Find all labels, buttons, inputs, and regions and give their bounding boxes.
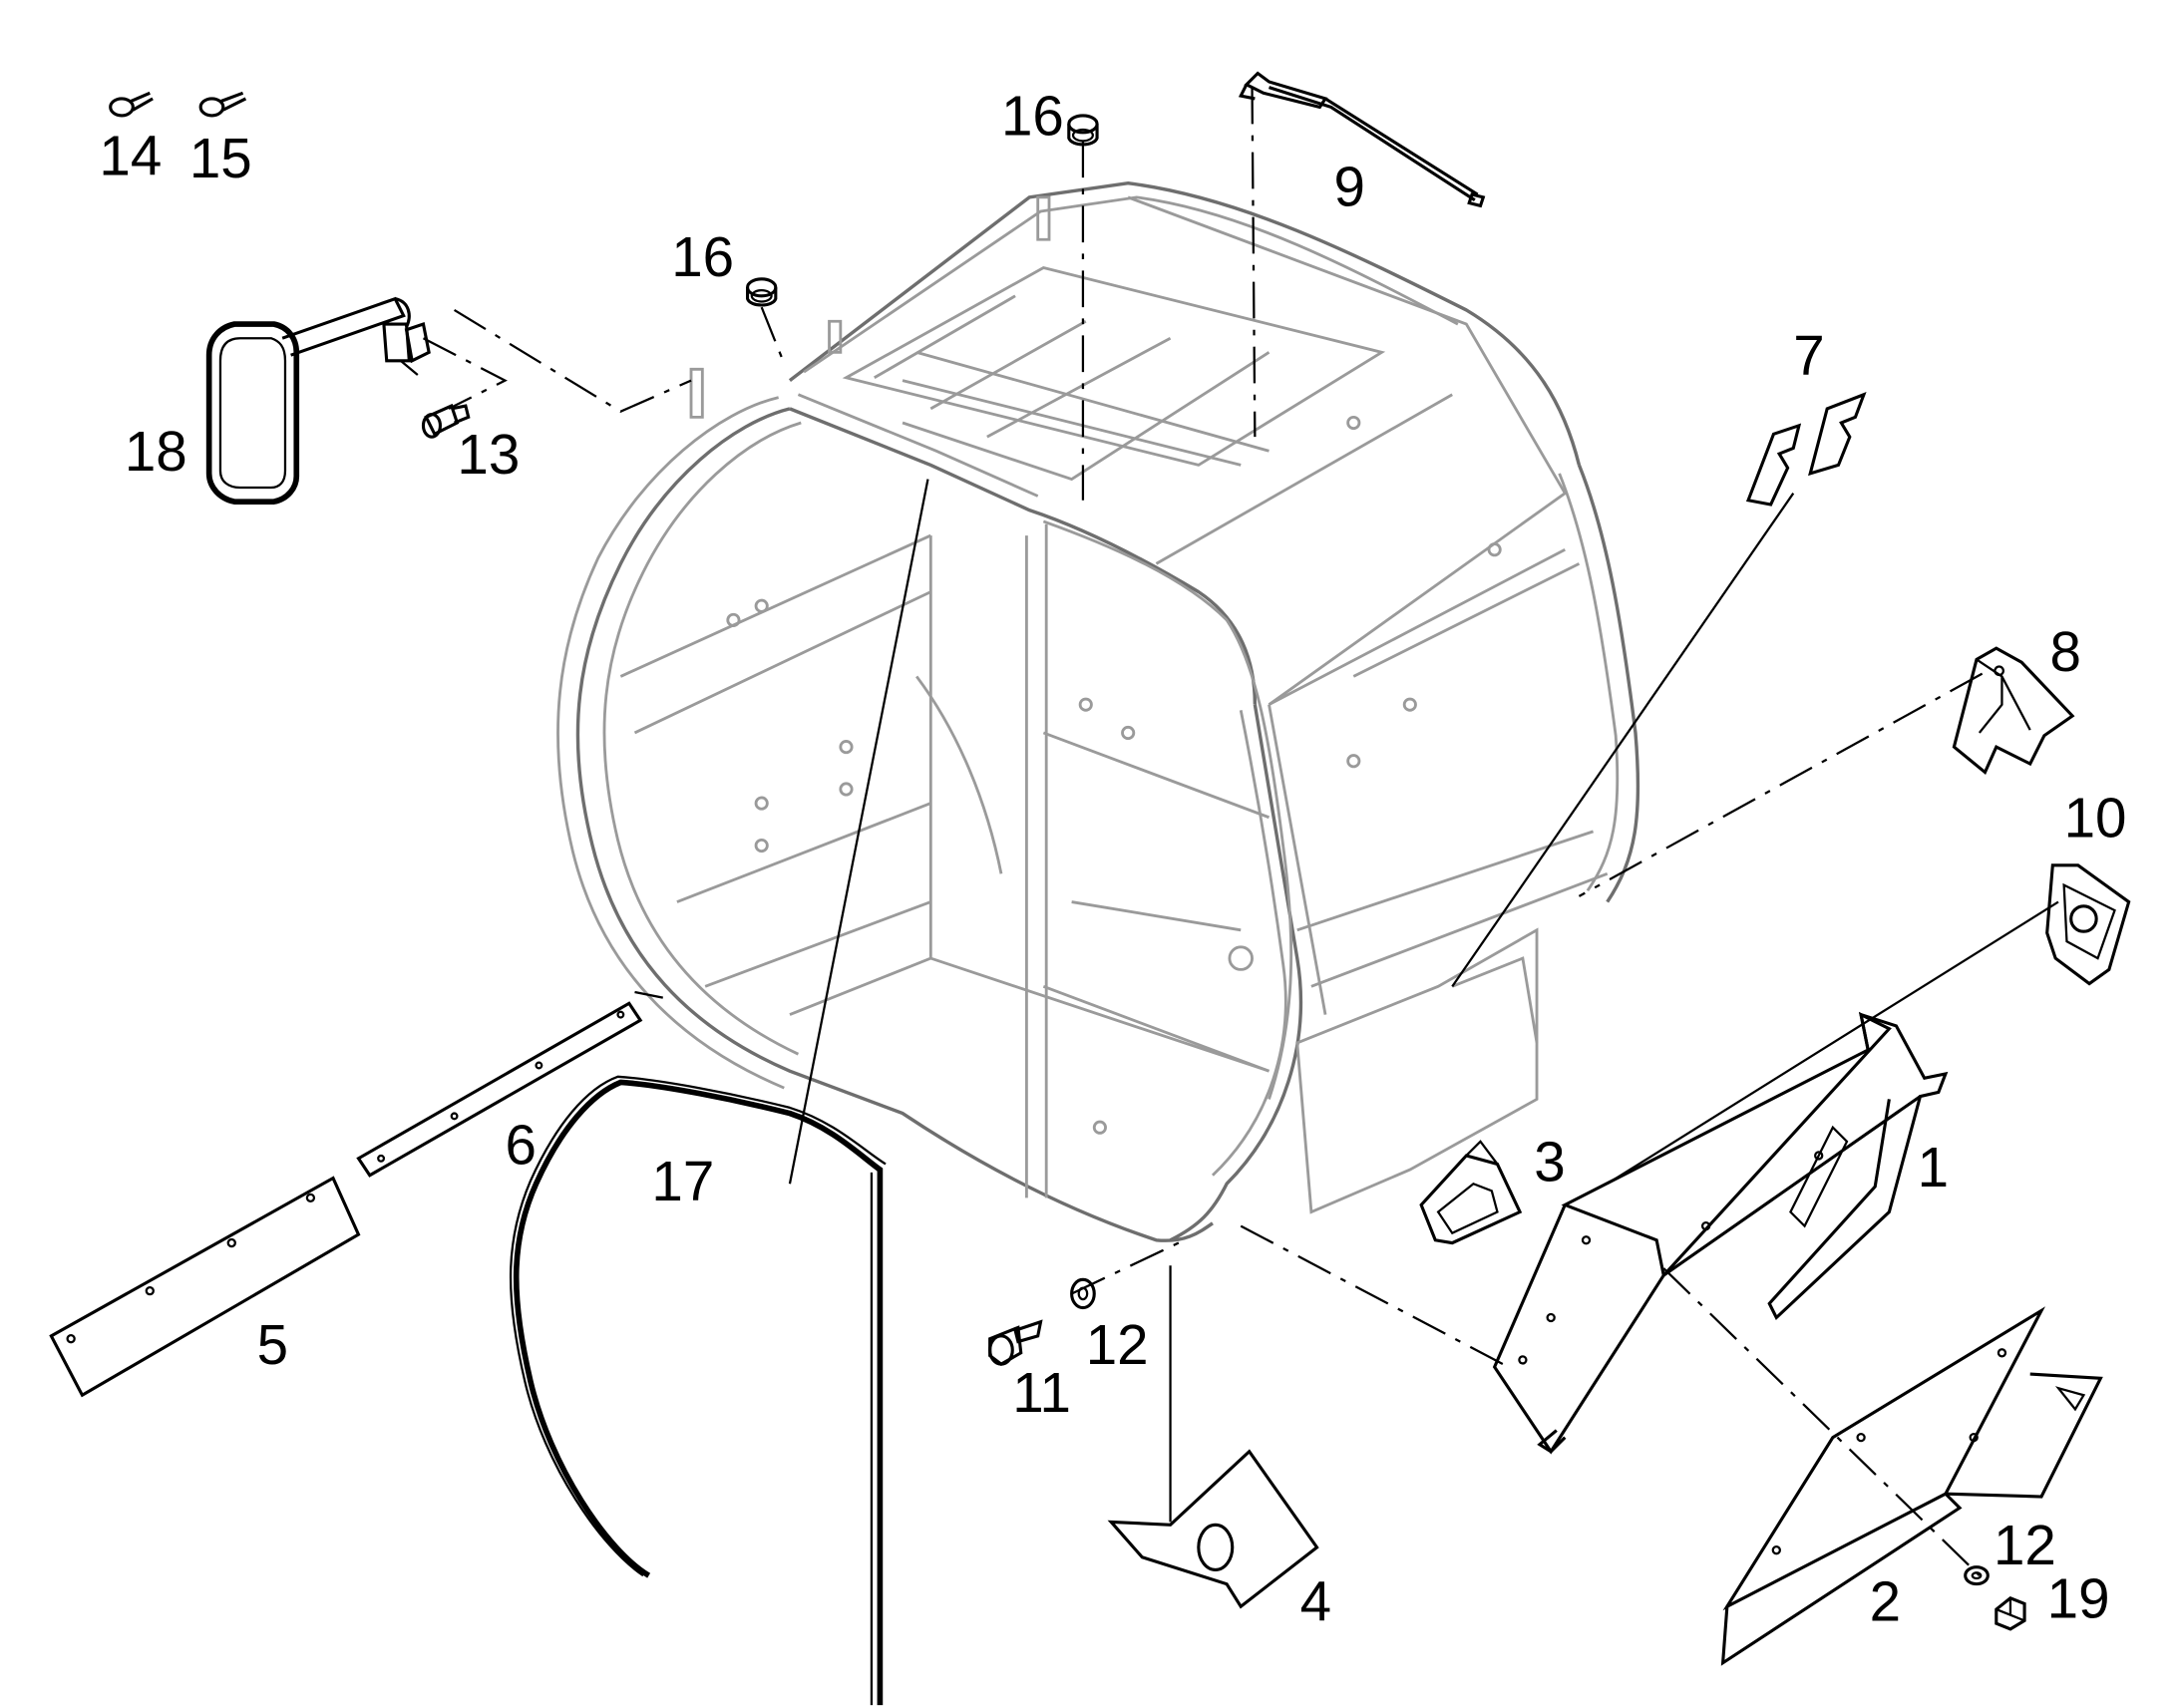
label-part-16-upper: 16 xyxy=(1001,85,1064,148)
part-8-corner-bracket[interactable] xyxy=(1952,646,2075,776)
assembly-axis-lines xyxy=(422,87,1984,1576)
label-part-6: 6 xyxy=(505,1113,536,1176)
label-part-2: 2 xyxy=(1870,1569,1901,1632)
part-10-hole-bracket[interactable] xyxy=(2045,863,2131,986)
label-part-4: 4 xyxy=(1300,1569,1331,1632)
label-part-18: 18 xyxy=(125,420,187,483)
part-19-nut[interactable] xyxy=(1995,1595,2026,1631)
part-4-gusset-plate[interactable] xyxy=(1107,1449,1319,1609)
part-13-bolt[interactable] xyxy=(421,403,471,439)
part-2-lower-cover-plate[interactable] xyxy=(1720,1306,2103,1666)
part-6-thin-strip[interactable] xyxy=(356,1001,643,1178)
label-part-19: 19 xyxy=(2047,1567,2110,1630)
part-11-bolt[interactable] xyxy=(988,1319,1043,1366)
label-part-9: 9 xyxy=(1334,155,1365,217)
part-5-strip-plate[interactable] xyxy=(49,1176,361,1398)
label-part-15: 15 xyxy=(189,127,252,189)
label-part-8: 8 xyxy=(2050,620,2081,683)
label-part-17: 17 xyxy=(651,1150,714,1212)
part-14-screw[interactable] xyxy=(109,91,154,118)
part-3-small-bracket[interactable] xyxy=(1419,1140,1523,1245)
part-9-gas-strut[interactable] xyxy=(1238,71,1486,208)
label-part-12-upper: 12 xyxy=(1086,1313,1149,1376)
label-part-16-lower: 16 xyxy=(671,225,734,288)
label-part-5: 5 xyxy=(257,1313,288,1376)
cab-frame xyxy=(556,181,1640,1242)
part-15-screw[interactable] xyxy=(198,91,247,118)
part-1-side-bracket[interactable] xyxy=(1492,1011,1949,1455)
label-part-3: 3 xyxy=(1534,1130,1565,1193)
label-part-11: 11 xyxy=(1012,1361,1071,1424)
leader-lines xyxy=(788,479,2059,1523)
part-labels: 1 2 3 4 5 6 7 8 9 10 11 12 12 13 14 15 1… xyxy=(99,85,2126,1633)
part-7-shim-plates[interactable] xyxy=(1745,392,1867,507)
label-part-10: 10 xyxy=(2064,787,2127,850)
part-12-washer-lower[interactable] xyxy=(1964,1565,1990,1586)
part-16-grommet-lower[interactable] xyxy=(745,277,778,307)
part-16-grommet-upper[interactable] xyxy=(1067,114,1099,147)
label-part-7: 7 xyxy=(1793,324,1824,387)
part-18-mirror[interactable] xyxy=(205,296,431,505)
part-17-door-seal[interactable] xyxy=(509,1075,887,1706)
label-part-1: 1 xyxy=(1918,1136,1949,1198)
part-12-washer-upper[interactable] xyxy=(1070,1277,1096,1310)
label-part-14: 14 xyxy=(99,124,162,186)
label-part-12-lower: 12 xyxy=(1994,1514,2056,1576)
label-part-13: 13 xyxy=(457,423,520,486)
